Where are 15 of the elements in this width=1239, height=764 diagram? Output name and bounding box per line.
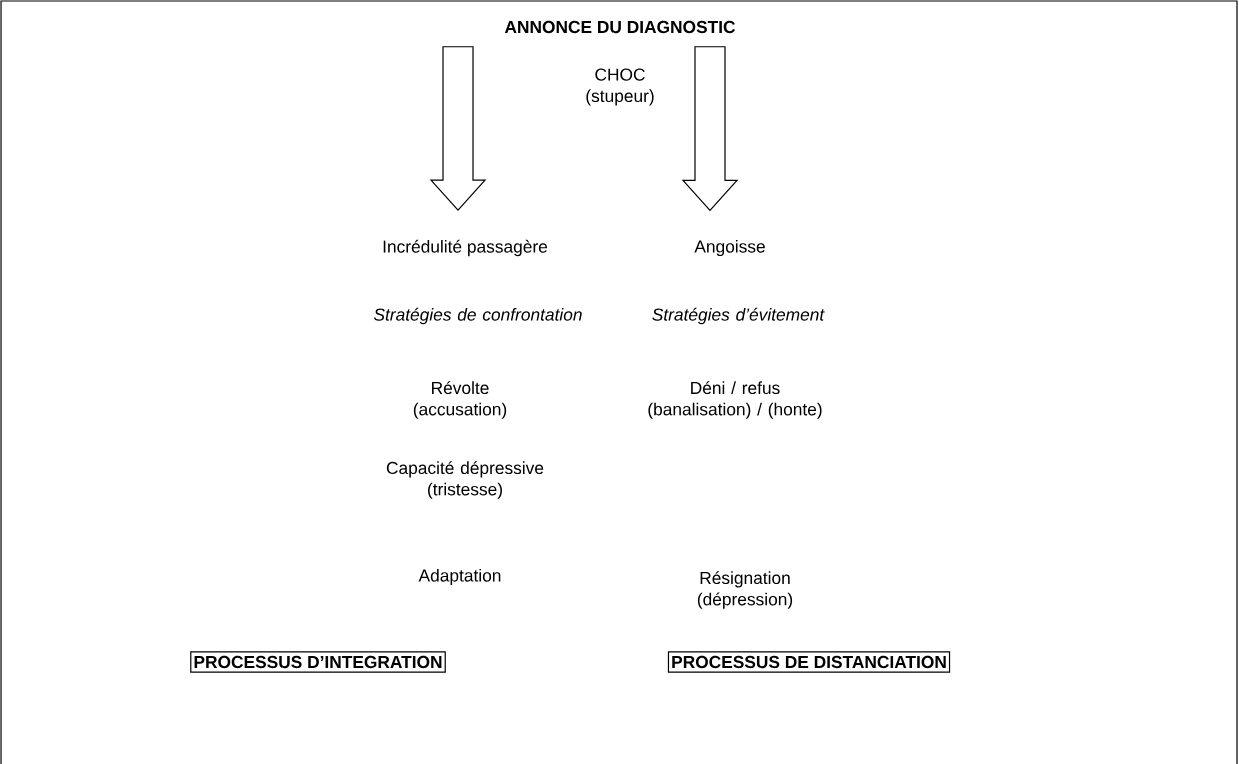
stage-text: CHOC (stupeur) — [586, 68, 654, 106]
stage-text: Stratégies d’évitement — [652, 307, 825, 325]
stage-text: Capacité dépressive (tristesse) — [386, 461, 544, 499]
stage-text: Résignation (dépression) — [697, 571, 793, 609]
stage-text: Stratégies de confrontation — [373, 307, 582, 325]
process-box: PROCESSUS DE DISTANCIATION — [667, 651, 951, 673]
stage-text: Déni / refus (banalisation) / (honte) — [648, 381, 822, 419]
stage-text: Révolte (accusation) — [413, 381, 507, 419]
process-box: PROCESSUS D’INTEGRATION — [190, 651, 446, 673]
block-arrow — [681, 46, 739, 212]
stage-text: Incrédulité passagère — [383, 239, 548, 257]
stage-text: Angoisse — [694, 239, 765, 257]
title-text: ANNONCE DU DIAGNOSTIC — [504, 20, 736, 34]
stage-text: Adaptation — [418, 568, 501, 586]
block-arrow — [429, 46, 487, 212]
